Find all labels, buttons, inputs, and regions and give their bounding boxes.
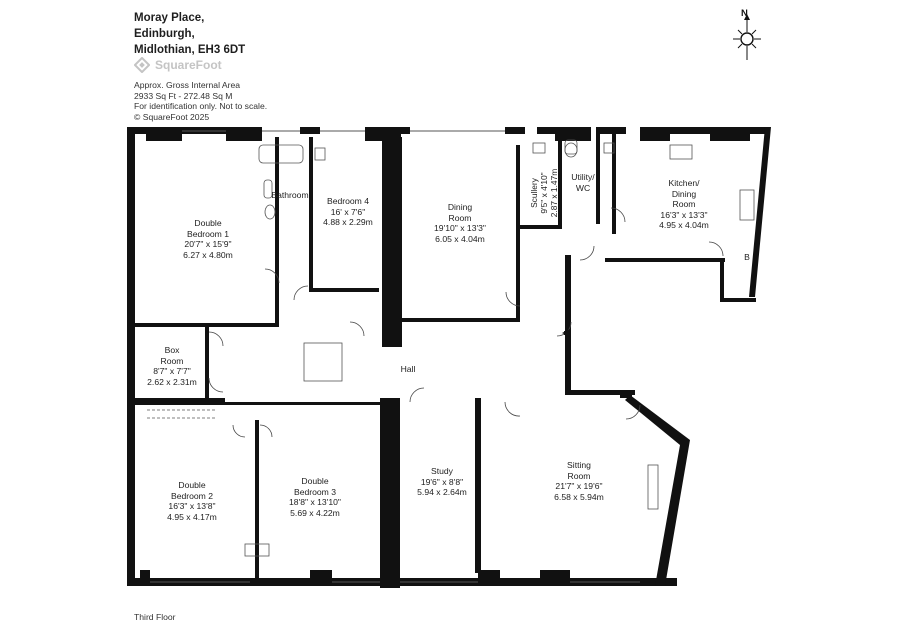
room-dimensions-metric: 4.95 x 4.04m	[659, 220, 709, 231]
room-box-room: Box Room 8'7" x 7'7" 2.62 x 2.31m	[140, 345, 204, 387]
room-dimensions-metric: 5.94 x 2.64m	[417, 487, 467, 498]
room-name: Bedroom 2	[170, 490, 214, 501]
room-dimensions-metric: 6.05 x 4.04m	[435, 233, 485, 244]
room-name: Room	[448, 212, 472, 223]
room-dimensions-imperial: 16'3" x 13'8"	[168, 501, 216, 512]
room-dimensions-imperial: 19'6" x 8'8"	[420, 476, 464, 487]
area-value: 2933 Sq Ft - 272.48 Sq M	[134, 90, 233, 101]
scale-note: For identification only. Not to scale.	[134, 101, 268, 112]
room-name: B	[744, 252, 750, 262]
room-name: Scullery	[529, 178, 539, 208]
room-hall: Hall	[393, 364, 423, 375]
room-name: Dining	[671, 188, 697, 199]
room-dimensions-metric: 5.69 x 4.22m	[290, 507, 340, 518]
room-name: Hall	[400, 364, 416, 374]
room-name: Study	[431, 466, 453, 476]
room-double-bedroom-1: Double Bedroom 1 20'7" x 15'9" 6.27 x 4.…	[168, 218, 248, 260]
room-name: Bedroom 3	[293, 486, 337, 497]
room-name: Bedroom 4	[326, 196, 370, 206]
room-dimensions-imperial: 21'7" x 19'6"	[555, 481, 603, 492]
room-bathroom: Bathroom	[268, 190, 312, 201]
room-name: Room	[672, 199, 696, 210]
room-dining: Dining Room 19'10" x 13'3" 6.05 x 4.04m	[420, 202, 500, 244]
room-name: Room	[160, 355, 184, 366]
room-study: Study 19'6" x 8'8" 5.94 x 2.64m	[404, 466, 480, 498]
room-name: Double	[301, 476, 329, 486]
area-title: Approx. Gross Internal Area	[134, 80, 241, 90]
room-dimensions-imperial: 16' x 7'6"	[330, 206, 366, 217]
room-dimensions-metric: 6.27 x 4.80m	[183, 249, 233, 260]
room-name: Double	[194, 218, 222, 228]
room-name: Dining	[447, 202, 473, 212]
room-name: Sitting	[567, 460, 591, 470]
squarefoot-logo-text: SquareFoot	[155, 58, 222, 72]
squarefoot-logo: SquareFoot	[134, 57, 222, 73]
fixtures	[147, 139, 755, 557]
squarefoot-logo-icon	[134, 57, 150, 73]
room-dimensions-imperial: 8'7" x 7'7"	[153, 366, 191, 377]
room-bedroom-4: Bedroom 4 16' x 7'6" 4.88 x 2.29m	[313, 196, 383, 228]
room-name: Box	[164, 345, 180, 355]
room-name: Kitchen/	[668, 178, 700, 188]
compass-rose-icon	[733, 14, 761, 60]
area-info: Approx. Gross Internal Area 2933 Sq Ft -…	[134, 80, 267, 122]
windows	[150, 130, 640, 583]
room-dimensions-metric: 6.58 x 5.94m	[554, 491, 604, 502]
room-dimensions-imperial: 19'10" x 13'3"	[434, 223, 486, 234]
room-dimensions-metric: 4.88 x 2.29m	[323, 217, 373, 228]
room-dimensions-imperial: 16'3" x 13'3"	[660, 209, 708, 220]
room-dimensions-metric: 2.87 x 1.47m	[549, 168, 559, 218]
room-name: Bedroom 1	[186, 228, 230, 239]
room-utility-wc: Utility/ WC	[564, 172, 602, 193]
room-dimensions-imperial: 9'5" x 4'10"	[539, 172, 549, 214]
room-name: WC	[575, 182, 591, 193]
room-kitchen-dining: Kitchen/ Dining Room 16'3" x 13'3" 4.95 …	[644, 178, 724, 231]
room-name: Bathroom	[271, 190, 309, 200]
room-name: Room	[567, 470, 591, 481]
door-swings	[208, 207, 724, 438]
copyright: © SquareFoot 2025	[134, 111, 210, 122]
room-dimensions-imperial: 20'7" x 15'9"	[184, 239, 232, 250]
room-sitting: Sitting Room 21'7" x 19'6" 6.58 x 5.94m	[539, 460, 619, 502]
room-dimensions-metric: 2.62 x 2.31m	[147, 376, 197, 387]
address-line-3: Midlothian, EH3 6DT	[134, 44, 246, 56]
room-dimensions-imperial: 18'8" x 13'10"	[289, 497, 341, 508]
address-line-1: Moray Place,	[134, 12, 205, 24]
boiler-label: B	[740, 252, 754, 263]
room-name: Utility/	[571, 172, 595, 182]
property-address: Moray Place, Edinburgh, Midlothian, EH3 …	[134, 10, 245, 58]
room-dimensions-metric: 4.95 x 4.17m	[167, 511, 217, 522]
room-name: Double	[178, 480, 206, 490]
room-double-bedroom-2: Double Bedroom 2 16'3" x 13'8" 4.95 x 4.…	[152, 480, 232, 522]
floor-label: Third Floor	[134, 612, 176, 622]
address-line-2: Edinburgh,	[134, 28, 195, 40]
compass-north-label: N	[741, 8, 748, 19]
room-scullery: Scullery 9'5" x 4'10" 2.87 x 1.47m	[529, 158, 561, 228]
room-double-bedroom-3: Double Bedroom 3 18'8" x 13'10" 5.69 x 4…	[275, 476, 355, 518]
